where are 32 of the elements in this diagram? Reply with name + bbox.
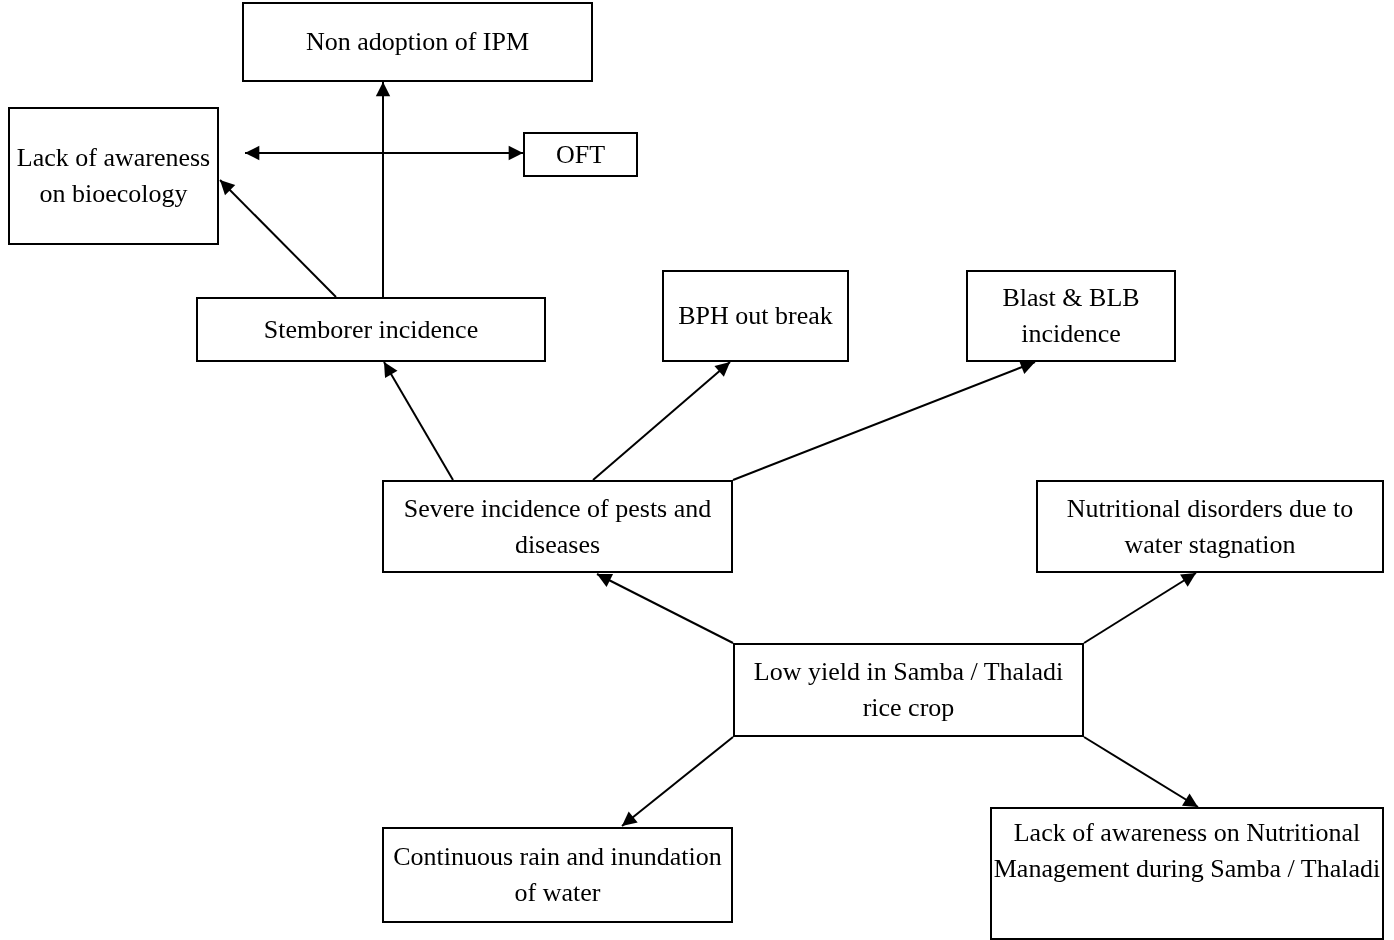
box-text: Low yield in Samba / Thaladi rice crop bbox=[752, 656, 1065, 724]
arrow bbox=[732, 360, 1036, 481]
process-box bbox=[196, 297, 546, 362]
box-text: Lack of awareness on bioecology bbox=[15, 142, 212, 210]
box-text: Stemborer incidence bbox=[263, 313, 479, 346]
box-text: Nutritional disorders due to water stagnation bbox=[1065, 492, 1355, 561]
process-box bbox=[1036, 480, 1384, 573]
arrow bbox=[244, 145, 524, 161]
box-text: OFT bbox=[555, 138, 606, 171]
box-text: Severe incidence of pests and diseases bbox=[402, 492, 713, 561]
box-text: Lack of awareness on Nutritional Management during Samba / Thaladi bbox=[992, 817, 1382, 885]
arrow bbox=[1083, 736, 1199, 808]
box-text: Continuous rain and inundation of water bbox=[392, 841, 723, 909]
arrow bbox=[1083, 572, 1197, 644]
process-box bbox=[662, 270, 849, 362]
process-box bbox=[242, 2, 593, 82]
box-text: BPH out break bbox=[678, 300, 833, 332]
arrow bbox=[219, 179, 337, 298]
process-box bbox=[382, 827, 733, 923]
arrow bbox=[596, 573, 734, 644]
box-text: Blast & BLB incidence bbox=[1001, 282, 1141, 350]
process-box bbox=[382, 480, 733, 573]
process-box bbox=[990, 807, 1384, 940]
process-box bbox=[8, 107, 219, 245]
arrow bbox=[383, 361, 454, 481]
process-box bbox=[966, 270, 1176, 362]
process-box bbox=[733, 643, 1084, 737]
box-text: Non adoption of IPM bbox=[305, 26, 530, 58]
process-box bbox=[523, 132, 638, 177]
arrow bbox=[621, 736, 734, 827]
arrow bbox=[375, 81, 391, 298]
arrow bbox=[592, 361, 731, 481]
